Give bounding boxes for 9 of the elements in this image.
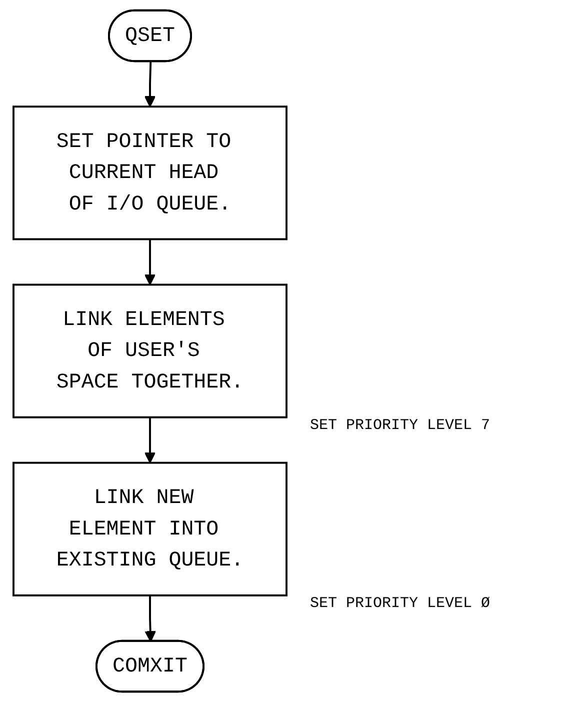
arrow	[144, 62, 156, 108]
node-box: SET POINTER TO CURRENT HEAD OF I/O QUEUE.	[12, 106, 288, 240]
node-box: LINK NEW ELEMENT INTO EXISTING QUEUE.	[12, 462, 288, 596]
arrow	[144, 417, 156, 464]
note: SET PRIORITY LEVEL 7	[310, 417, 490, 434]
node-box: LINK ELEMENTS OF USER'S SPACE TOGETHER.	[12, 284, 288, 418]
arrow	[144, 239, 156, 286]
arrow	[144, 595, 156, 642]
note: SET PRIORITY LEVEL Ø	[310, 595, 490, 612]
